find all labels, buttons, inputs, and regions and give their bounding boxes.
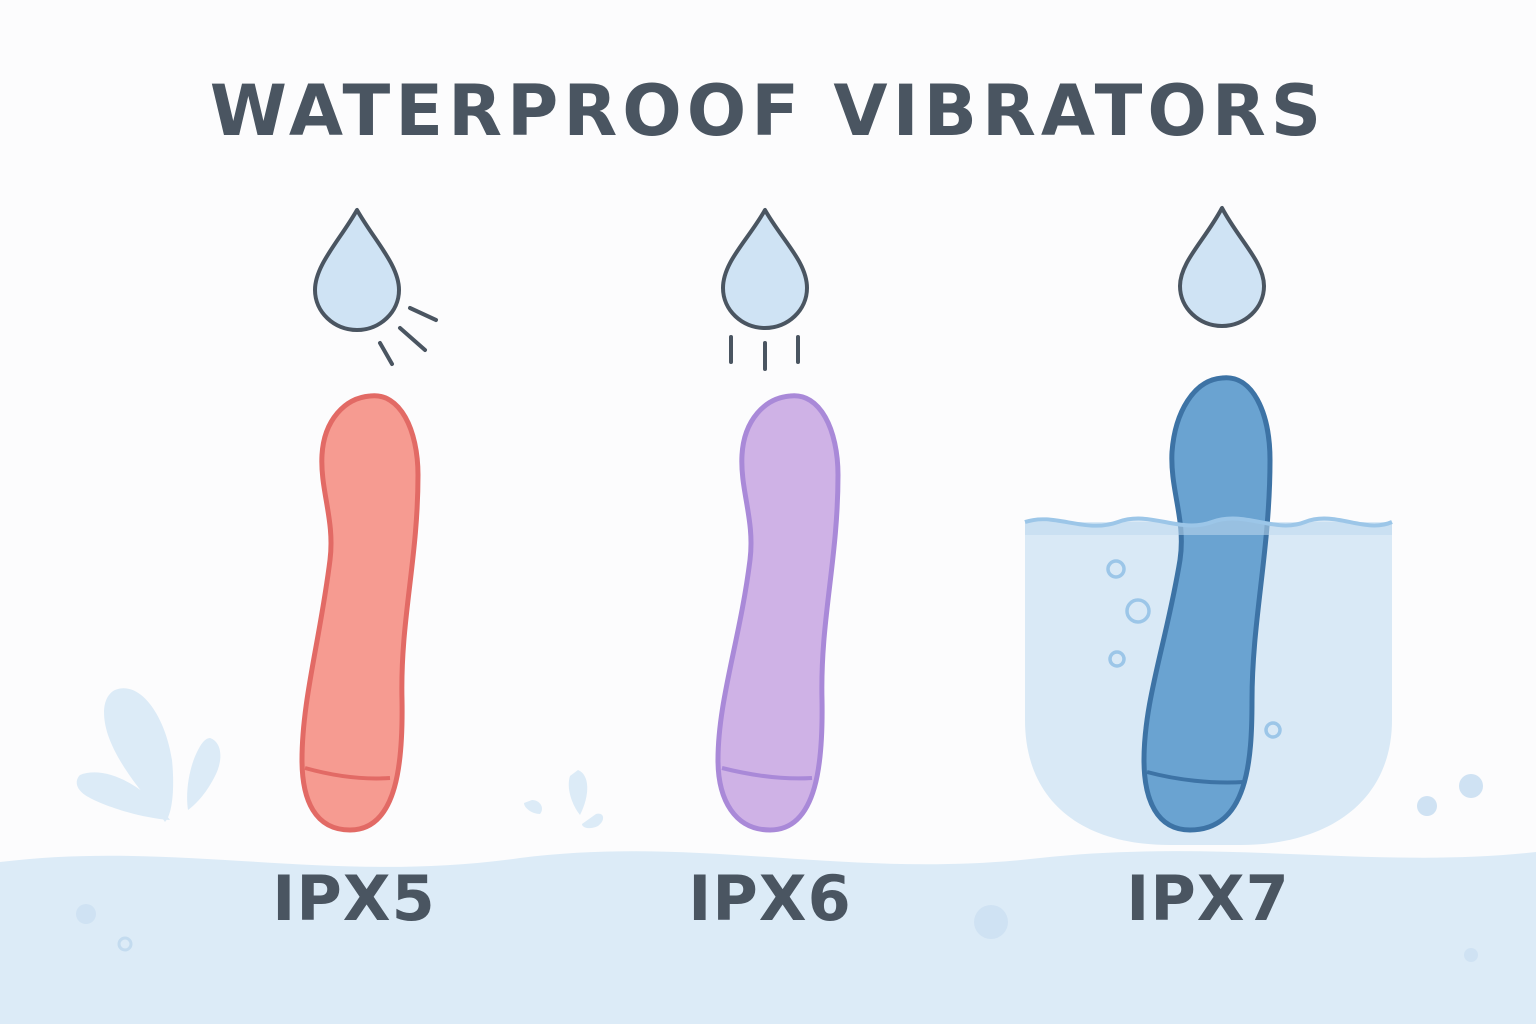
vibrator-ipx7 bbox=[1141, 375, 1273, 833]
splash-left-icon bbox=[76, 688, 604, 829]
water-drop-immersion-icon bbox=[1178, 206, 1266, 328]
rating-label-ipx7: IPX7 bbox=[1126, 862, 1290, 935]
rating-label-ipx6: IPX6 bbox=[688, 862, 852, 935]
vibrator-ipx5 bbox=[299, 393, 421, 833]
vibrator-ipx6 bbox=[715, 393, 841, 833]
background-bubbles bbox=[76, 774, 1483, 962]
water-wave bbox=[0, 851, 1536, 1024]
immersion-bubbles bbox=[1106, 559, 1282, 739]
page-title: WATERPROOF VIBRATORS bbox=[209, 70, 1327, 152]
rating-label-ipx5: IPX5 bbox=[272, 862, 436, 935]
water-drop-jet-icon bbox=[721, 208, 809, 371]
immersion-wave-line bbox=[1024, 516, 1393, 528]
water-drop-splash-icon bbox=[313, 208, 438, 366]
